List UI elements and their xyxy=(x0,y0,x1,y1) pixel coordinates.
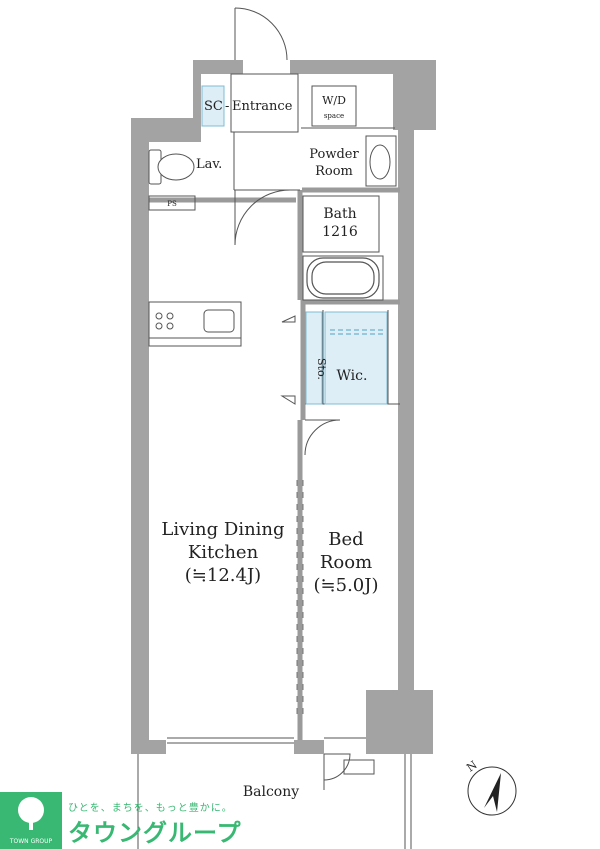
ldk-label-1: Living Dining xyxy=(161,519,284,540)
ldk-label-2: Kitchen xyxy=(188,542,259,563)
sto-door xyxy=(280,315,296,405)
powder-sink xyxy=(365,135,397,187)
wic-label: Wic. xyxy=(337,368,368,384)
entrance-label: Entrance xyxy=(232,99,293,114)
bath-label-1: Bath xyxy=(323,206,356,222)
toilet xyxy=(148,149,195,185)
wd-label: W/D xyxy=(322,94,346,107)
wd-sub-label: space xyxy=(324,112,344,120)
town-group-logo: TOWN GROUP xyxy=(0,792,62,849)
logo-small-text: TOWN GROUP xyxy=(9,838,53,845)
storage-closet xyxy=(305,311,323,405)
right-wall xyxy=(398,118,414,702)
lav-label: Lav. xyxy=(196,157,222,172)
entrance-left-wall xyxy=(193,60,201,142)
sc-label: SC xyxy=(204,99,223,114)
bedroom-door xyxy=(304,419,341,456)
svg-text:-: - xyxy=(225,99,229,114)
compass-icon: N xyxy=(464,758,517,816)
balcony-outline xyxy=(137,754,412,849)
left-wall xyxy=(131,118,149,754)
sto-label: Sto. xyxy=(315,358,328,380)
kitchen-counter xyxy=(148,301,242,347)
interior-walls xyxy=(149,187,400,740)
bottom-wall-left xyxy=(131,740,166,754)
balcony-label: Balcony xyxy=(243,784,299,800)
bottom-right-column xyxy=(366,690,433,754)
walls xyxy=(131,60,436,754)
logo-name: タウングループ xyxy=(68,819,242,847)
bed-label-1: Bed xyxy=(328,529,363,550)
ps-label: PS xyxy=(167,200,177,208)
balcony-door xyxy=(323,753,375,790)
bed-size: (≒5.0J) xyxy=(314,575,379,596)
bath-label-2: 1216 xyxy=(322,224,358,240)
top-wall-a xyxy=(193,60,243,74)
powder-label-2: Room xyxy=(315,164,353,179)
top-left-wall xyxy=(131,118,201,142)
lav-door xyxy=(234,189,291,246)
ldk-size: (≒12.4J) xyxy=(185,565,261,586)
logo-tagline: ひとを、まちを、もっと豊かに。 xyxy=(68,803,233,814)
kitchen-appliances xyxy=(155,309,235,333)
wd-space-box xyxy=(311,85,357,127)
sliding-doors xyxy=(296,480,304,720)
bottom-wall-mid xyxy=(294,740,324,754)
entrance-box xyxy=(230,73,299,133)
powder-label-1: Powder xyxy=(309,147,359,162)
sc-closet xyxy=(201,85,225,127)
bathtub xyxy=(306,257,380,299)
bed-label-2: Room xyxy=(320,552,372,573)
entrance-door xyxy=(234,7,288,61)
walk-in-closet xyxy=(324,311,388,405)
